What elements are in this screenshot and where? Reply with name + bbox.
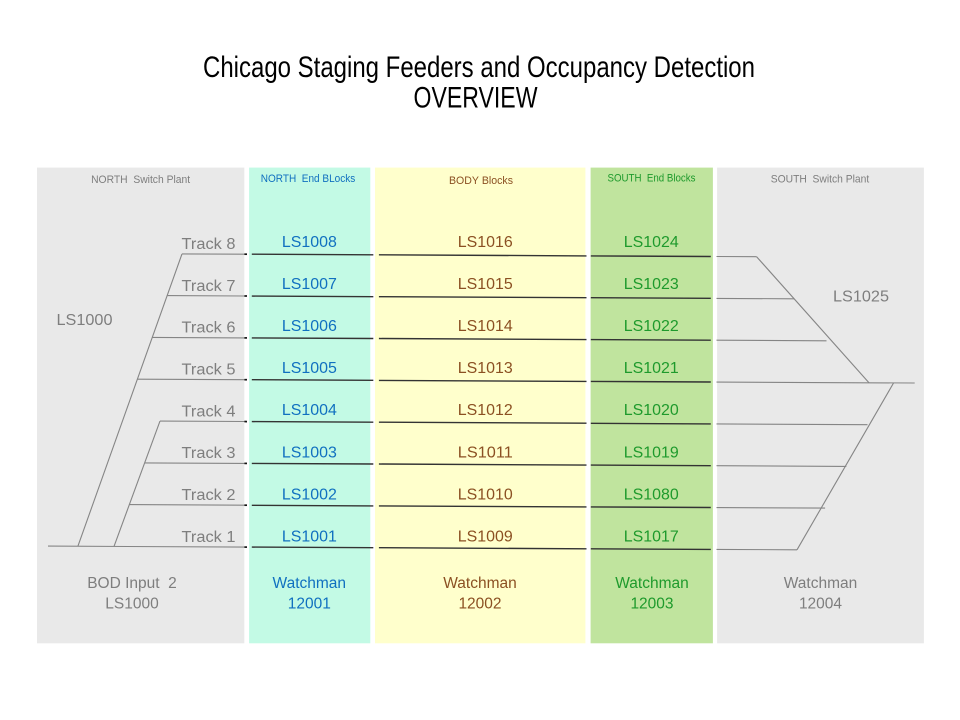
svg-text:LS1000: LS1000: [57, 312, 113, 329]
svg-text:12003: 12003: [630, 596, 673, 613]
svg-text:Watchman: Watchman: [443, 575, 517, 592]
svg-text:LS1010: LS1010: [458, 486, 513, 503]
svg-text:LS1011: LS1011: [458, 444, 513, 461]
svg-text:LS1014: LS1014: [458, 318, 513, 335]
svg-text:LS1002: LS1002: [282, 486, 337, 503]
svg-text:LS1016: LS1016: [458, 234, 513, 251]
svg-text:LS1009: LS1009: [458, 529, 513, 546]
svg-text:LS1012: LS1012: [458, 402, 513, 419]
svg-text:LS1024: LS1024: [624, 234, 679, 251]
svg-text:Track 3: Track 3: [182, 445, 236, 462]
svg-text:BOD Input 2: BOD Input 2: [87, 575, 177, 592]
svg-text:LS1080: LS1080: [624, 486, 679, 503]
svg-text:LS1019: LS1019: [624, 444, 679, 461]
svg-text:LS1008: LS1008: [282, 234, 337, 251]
svg-text:Track 8: Track 8: [182, 236, 236, 253]
svg-text:LS1006: LS1006: [282, 318, 337, 335]
svg-text:OVERVIEW: OVERVIEW: [414, 81, 539, 114]
svg-text:LS1015: LS1015: [458, 276, 513, 293]
svg-text:Watchman: Watchman: [273, 575, 347, 592]
svg-text:12002: 12002: [458, 596, 501, 613]
svg-text:LS1003: LS1003: [282, 444, 337, 461]
svg-text:LS1000: LS1000: [105, 596, 159, 613]
svg-text:Track 5: Track 5: [182, 362, 236, 379]
svg-text:12004: 12004: [799, 596, 842, 613]
svg-text:LS1022: LS1022: [624, 318, 679, 335]
svg-text:12001: 12001: [288, 596, 331, 613]
svg-text:LS1017: LS1017: [624, 529, 679, 546]
svg-text:Watchman: Watchman: [784, 575, 858, 592]
svg-text:LS1023: LS1023: [624, 276, 679, 293]
svg-text:LS1025: LS1025: [833, 289, 889, 306]
svg-text:BODY Blocks: BODY Blocks: [449, 175, 513, 187]
svg-text:Track 4: Track 4: [182, 403, 236, 420]
svg-text:LS1020: LS1020: [624, 402, 679, 419]
svg-text:Track 1: Track 1: [182, 529, 236, 546]
svg-text:Chicago Staging Feeders and Oc: Chicago Staging Feeders and Occupancy De…: [203, 51, 755, 84]
svg-text:NORTH End BLocks: NORTH End BLocks: [261, 173, 356, 185]
svg-text:Track 2: Track 2: [182, 487, 236, 504]
svg-text:Track 6: Track 6: [182, 320, 236, 337]
svg-text:LS1007: LS1007: [282, 276, 337, 293]
svg-text:LS1013: LS1013: [458, 360, 513, 377]
svg-text:NORTH Switch Plant: NORTH Switch Plant: [91, 174, 190, 186]
svg-text:LS1004: LS1004: [282, 402, 337, 419]
svg-text:SOUTH Switch Plant: SOUTH Switch Plant: [771, 174, 870, 186]
svg-text:LS1005: LS1005: [282, 360, 337, 377]
svg-text:LS1001: LS1001: [282, 529, 337, 546]
svg-text:Track 7: Track 7: [182, 278, 236, 295]
svg-text:Watchman: Watchman: [615, 575, 689, 592]
svg-text:LS1021: LS1021: [624, 360, 679, 377]
svg-text:SOUTH End Blocks: SOUTH End Blocks: [608, 173, 696, 185]
